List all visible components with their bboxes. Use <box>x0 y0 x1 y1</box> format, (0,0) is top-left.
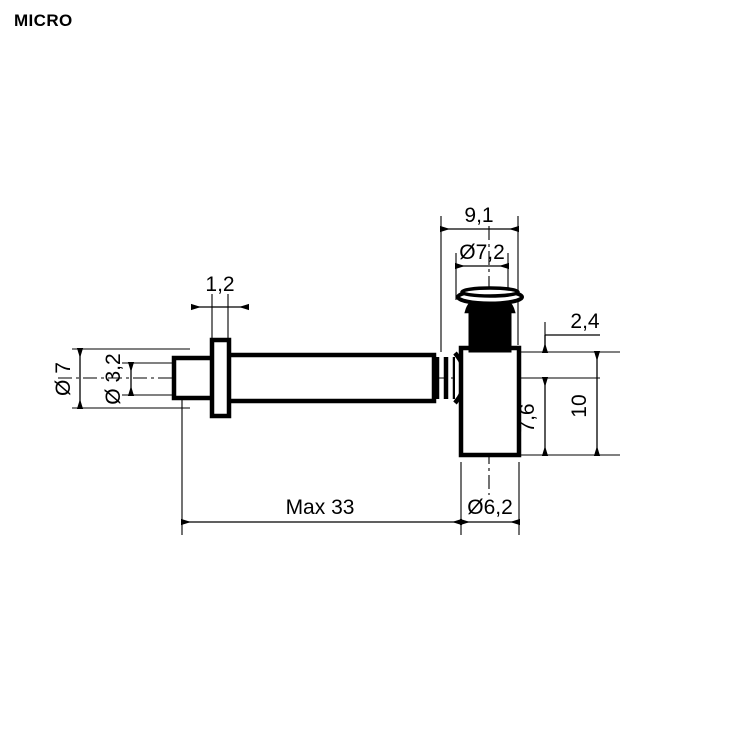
dimension-flange-thickness: 1,2 <box>191 273 249 311</box>
dimension-label: 10 <box>568 394 591 417</box>
dimension-body-height-total: 10 <box>568 351 601 456</box>
dimension-max-length: Max 33 <box>181 496 462 526</box>
part-geometry <box>171 286 524 458</box>
dimension-body-height-lower: 7,6 <box>516 377 549 456</box>
dimension-label: 7,6 <box>516 403 539 432</box>
dimension-label: 2,4 <box>570 310 600 333</box>
dimension-label: 1,2 <box>205 273 234 296</box>
riser-shoulder <box>468 312 512 327</box>
dimension-offset-top: 2,4 <box>541 310 600 353</box>
dimension-label: Ø6,2 <box>467 496 513 519</box>
dimension-label: Max 33 <box>286 496 355 519</box>
page-title: MICRO <box>14 11 73 30</box>
dimension-label: Ø7,2 <box>459 241 505 264</box>
riser-neck <box>468 323 512 353</box>
cap-disc-top <box>460 286 520 298</box>
dimension-label: Ø 3,2 <box>102 353 125 404</box>
dimension-pipe-inner-dia: Ø 3,2 <box>102 353 135 405</box>
dimension-label: 9,1 <box>464 204 493 227</box>
dimension-overall-width-cap: 9,1 <box>440 204 519 233</box>
dimension-label: Ø 7 <box>52 362 75 396</box>
dimension-pipe-outer-dia: Ø 7 <box>52 348 84 409</box>
dimension-body-diameter: Ø6,2 <box>460 496 520 526</box>
inlet-pipe-end <box>171 355 216 401</box>
horizontal-tube <box>210 352 437 404</box>
flange-collar <box>209 337 232 419</box>
trap-body <box>458 345 522 458</box>
dimension-cap-diameter: Ø7,2 <box>455 241 509 270</box>
